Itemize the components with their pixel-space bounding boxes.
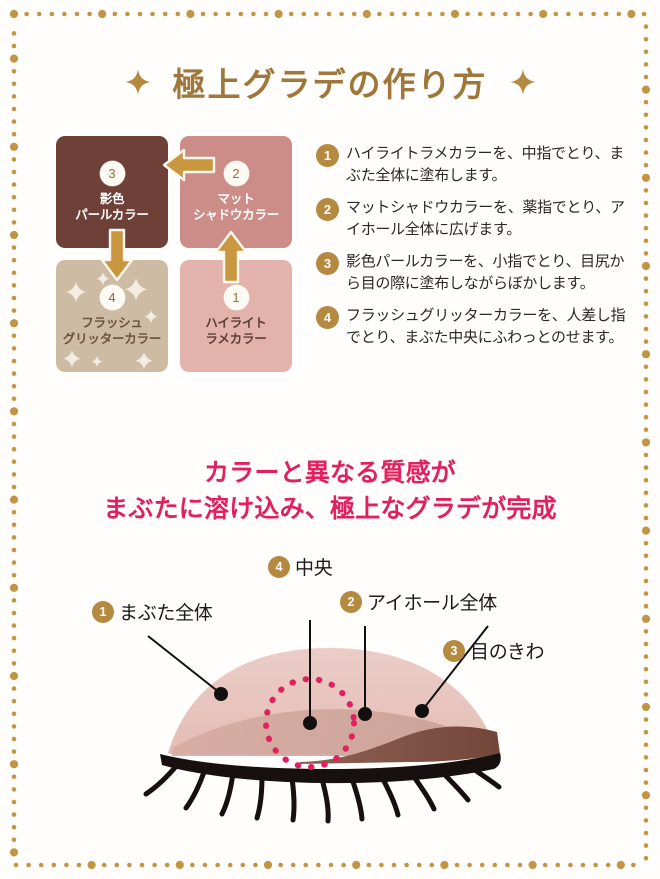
swatch-label-line2: グリッターカラー [62, 331, 162, 346]
swatch-flash-glitter: 4 フラッシュ グリッターカラー [56, 260, 168, 372]
callout-eyelid-overall: 1 まぶた全体 [92, 598, 213, 625]
step-number-badge: 4 [316, 306, 339, 330]
instruction-step: 1 ハイライトラメカラーを、中指でとり、まぶた全体に塗布します。 [316, 142, 636, 186]
sparkle-icon [124, 69, 151, 95]
swatch-label: ハイライト ラメカラー [205, 315, 266, 348]
arrow-up-icon [214, 230, 248, 284]
callout-number-badge: 2 [340, 590, 362, 613]
instruction-steps-list: 1 ハイライトラメカラーを、中指でとり、まぶた全体に塗布します。 2 マットシャ… [316, 142, 636, 358]
swatch-number-badge: 4 [99, 284, 125, 310]
callout-label: 中央 [295, 557, 333, 579]
headline-line1: カラーと異なる質感が [203, 458, 456, 487]
glitter-sparkles-icon [63, 272, 158, 370]
step-number-badge: 1 [316, 144, 339, 167]
arrow-down-icon [100, 228, 134, 282]
callout-anchor-dots [214, 687, 429, 730]
page-title-row: 極上グラデの作り方 [0, 58, 660, 106]
swatch-label: 影色 パールカラー [75, 190, 149, 224]
swatch-number-badge: 3 [99, 160, 125, 186]
swatch-label-line2: ラメカラー [205, 331, 267, 346]
eye-diagram [0, 548, 660, 848]
swatch-label-line2: パールカラー [75, 207, 149, 222]
result-headline: カラーと異なる質感が まぶたに溶け込み、極上なグラデが完成 [0, 455, 660, 526]
swatch-label-line1: 影色 [99, 190, 125, 206]
callout-number-badge: 4 [268, 555, 290, 578]
swatch-number-badge: 1 [223, 284, 249, 310]
callout-number-badge: 3 [443, 639, 465, 662]
swatch-label-line1: マット [217, 190, 255, 206]
callout-center: 4 中央 [268, 553, 333, 580]
callout-label: まぶた全体 [119, 602, 213, 624]
callout-label: アイホール全体 [367, 592, 497, 614]
headline-line2: まぶたに溶け込み、極上なグラデが完成 [103, 493, 557, 523]
swatch-number-badge: 2 [223, 160, 249, 186]
step-number-badge: 3 [316, 252, 339, 276]
instruction-step: 2 マットシャドウカラーを、薬指でとり、アイホール全体に広げます。 [316, 196, 636, 240]
eye-zone-lash-line [300, 726, 500, 764]
callout-number-badge: 1 [92, 600, 114, 623]
callout-leader-lines [147, 620, 489, 716]
swatch-label-line1: ハイライト [205, 314, 267, 330]
callout-label: 目のきわ [470, 641, 545, 663]
swatch-matte-shadow: 2 マット シャドウカラー [180, 136, 292, 248]
eyelashes-icon [143, 761, 502, 824]
step-number-badge: 2 [316, 198, 339, 222]
eye-zone-center-marker [263, 676, 357, 770]
page-title: 極上グラデの作り方 [172, 65, 488, 104]
step-text: 影色パールカラーを、小指でとり、目尻から目の際に塗布しながらぼかします。 [346, 252, 625, 293]
callout-lash-line: 3 目のきわ [443, 637, 545, 664]
step-text: フラッシュグリッターカラーを、人差し指でとり、まぶた中央にふわっとのせます。 [346, 306, 626, 347]
callout-eyehole: 2 アイホール全体 [340, 588, 497, 615]
swatch-label: フラッシュ グリッターカラー [62, 314, 162, 348]
swatch-label-line1: フラッシュ [81, 314, 143, 330]
instruction-step: 3 影色パールカラーを、小指でとり、目尻から目の際に塗布しながらぼかします。 [316, 250, 636, 294]
step-text: ハイライトラメカラーを、中指でとり、まぶた全体に塗布します。 [346, 144, 624, 185]
sparkle-icon [509, 69, 536, 95]
swatch-label: マット シャドウカラー [193, 191, 279, 224]
step-text: マットシャドウカラーを、薬指でとり、アイホール全体に広げます。 [346, 198, 625, 239]
swatch-label-line2: シャドウカラー [192, 207, 280, 222]
instruction-step: 4 フラッシュグリッターカラーを、人差し指でとり、まぶた中央にふわっとのせます。 [316, 304, 636, 348]
arrow-left-icon [162, 148, 216, 182]
